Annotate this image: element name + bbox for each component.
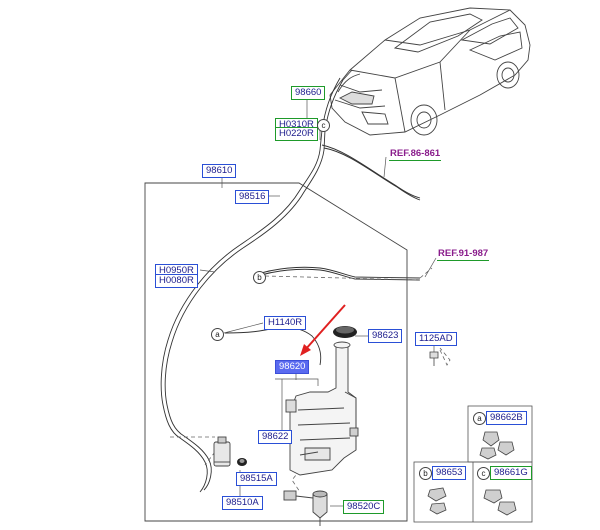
legend-part-98661g[interactable]: 98661G: [490, 466, 532, 480]
legend-part-98662b[interactable]: 98662B: [486, 411, 527, 425]
red-arrow: [300, 304, 346, 356]
washer-pump-part: [213, 436, 231, 467]
motor-part: [283, 490, 328, 526]
legend-marker-c: c: [477, 467, 490, 480]
legend-marker-a: a: [473, 412, 486, 425]
part-label-98623[interactable]: 98623: [368, 329, 403, 343]
part-label-98516[interactable]: 98516: [235, 190, 270, 204]
filler-cap-part: [333, 326, 357, 338]
part-label-98620-highlighted[interactable]: 98620: [275, 360, 310, 374]
part-label-h0080r[interactable]: H0080R: [155, 274, 198, 288]
dashed-leaders: [170, 267, 451, 493]
part-label-98510a[interactable]: 98510A: [222, 496, 263, 510]
part-label-98610[interactable]: 98610: [202, 164, 237, 178]
part-label-98660[interactable]: 98660: [291, 86, 326, 100]
part-label-1125ad[interactable]: 1125AD: [415, 332, 457, 346]
bolt-part: [429, 351, 439, 366]
legend-grid: [413, 405, 533, 523]
leader-lines: [199, 96, 437, 507]
part-label-98622[interactable]: 98622: [258, 430, 293, 444]
part-label-h1140r[interactable]: H1140R: [264, 316, 307, 330]
legend-part-98653[interactable]: 98653: [432, 466, 467, 480]
legend-marker-b: b: [419, 467, 432, 480]
part-label-98520c[interactable]: 98520C: [343, 500, 385, 514]
vehicle-illustration: [329, 7, 531, 136]
ref-91-987[interactable]: REF.91-987: [437, 248, 490, 261]
part-label-h0220r[interactable]: H0220R: [275, 127, 318, 141]
legend-clip-parts: [427, 431, 517, 516]
marker-a: a: [211, 328, 224, 341]
ref-86-861[interactable]: REF.86-861: [389, 148, 442, 161]
reservoir-tank: [285, 341, 359, 476]
grommet-part: [237, 458, 247, 466]
marker-c: c: [317, 119, 330, 132]
assembly-boundary: [144, 182, 408, 522]
marker-b: b: [253, 271, 266, 284]
part-label-98515a[interactable]: 98515A: [236, 472, 277, 486]
